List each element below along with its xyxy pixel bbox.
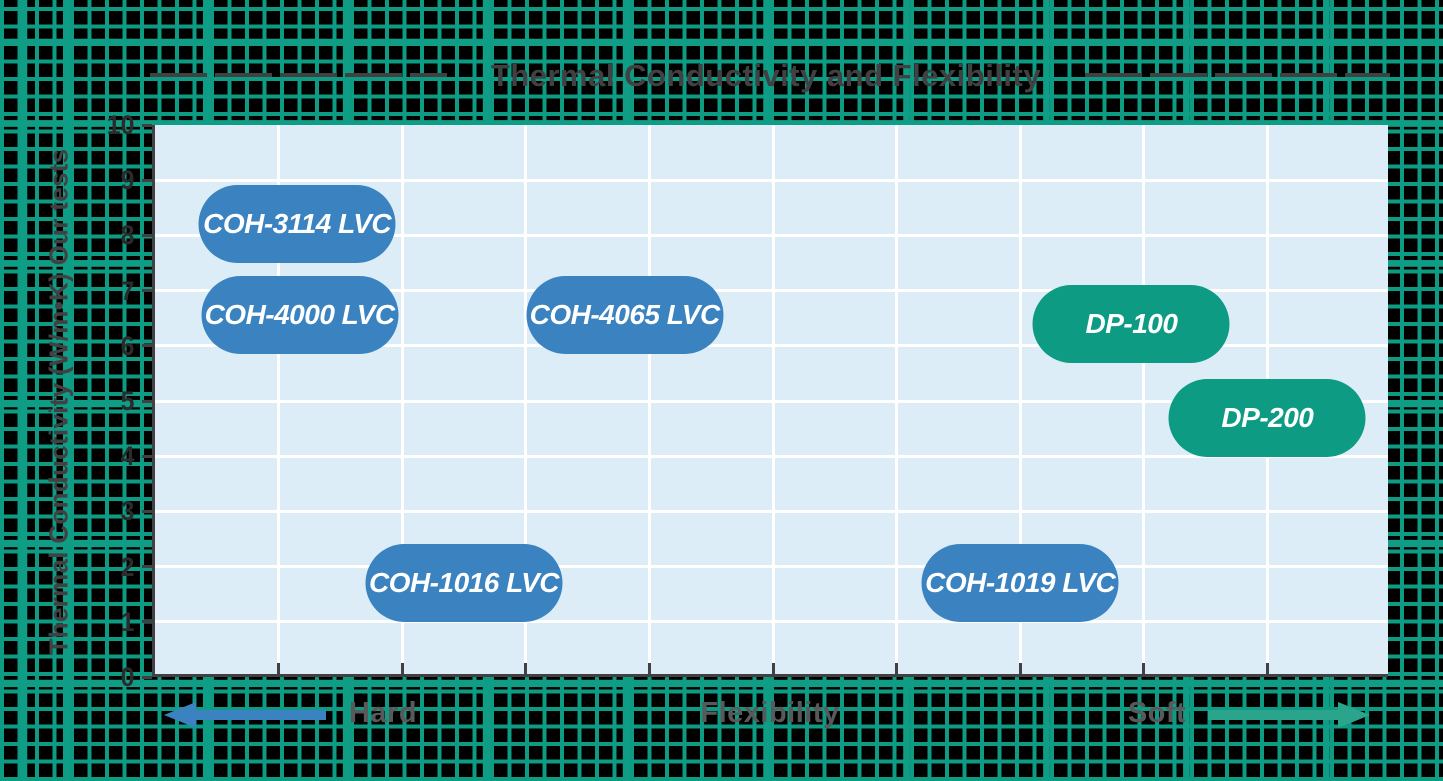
y-axis-tick <box>142 123 152 127</box>
plot-horizontal-gridline <box>155 454 1388 458</box>
x-axis-soft-label: Soft <box>1127 697 1187 729</box>
product-label-pill: COH-1019 LVC <box>921 544 1119 623</box>
title-dash-line-right <box>1085 73 1390 77</box>
y-axis-tick-label: 4 <box>120 441 135 472</box>
y-axis-tick-label: 9 <box>120 165 135 196</box>
x-axis-tick <box>771 663 775 674</box>
y-axis-tick-label: 8 <box>120 220 135 251</box>
y-axis-tick <box>142 565 152 569</box>
soft-direction-arrow-icon <box>1208 702 1370 728</box>
arrow-head <box>164 702 196 728</box>
y-axis-tick-label: 1 <box>120 606 135 637</box>
y-axis-tick-label: 3 <box>120 496 135 527</box>
y-axis-tick <box>142 675 152 679</box>
x-axis-tick <box>1142 663 1146 674</box>
plot-horizontal-gridline <box>155 178 1388 182</box>
plot-horizontal-gridline <box>155 620 1388 624</box>
title-dash-line-left <box>150 73 447 77</box>
y-axis-title-text: Thermal Conductivity (W/m•K) Our tests <box>43 148 74 654</box>
plot-horizontal-gridline <box>155 509 1388 513</box>
y-axis-tick <box>142 344 152 348</box>
y-axis-tick <box>142 233 152 237</box>
y-axis-tick <box>142 454 152 458</box>
y-axis-tick-label: 0 <box>120 662 135 692</box>
x-axis-tick <box>647 663 651 674</box>
arrow-head <box>1338 702 1370 728</box>
x-axis-tick <box>277 663 281 674</box>
plot-horizontal-gridline <box>155 565 1388 569</box>
arrow-shaft <box>186 710 326 720</box>
y-axis-tick-label: 6 <box>120 330 135 361</box>
x-axis-tick <box>400 663 404 674</box>
plot-horizontal-gridline <box>155 344 1388 348</box>
x-axis-tick <box>524 663 528 674</box>
product-label-pill: COH-3114 LVC <box>198 185 396 264</box>
y-axis-tick-label: 2 <box>120 551 135 582</box>
y-axis-tick <box>142 620 152 624</box>
x-axis-flexibility-label: Flexibility <box>700 697 840 729</box>
y-axis-tick <box>142 178 152 182</box>
x-axis-tick <box>1265 663 1269 674</box>
product-label-pill: DP-200 <box>1168 378 1366 457</box>
plot-horizontal-gridline <box>155 289 1388 293</box>
y-axis-tick-label: 5 <box>120 386 135 416</box>
plot-horizontal-gridline <box>155 233 1388 237</box>
y-axis-tick-label: 10 <box>106 110 135 140</box>
x-axis-tick <box>1018 663 1022 674</box>
y-axis-tick-label: 7 <box>120 275 135 306</box>
y-axis-tick <box>142 399 152 403</box>
product-label-pill: COH-1016 LVC <box>365 544 563 623</box>
arrow-shaft <box>1208 710 1348 720</box>
plot-horizontal-gridline <box>155 399 1388 403</box>
product-label-pill: COH-4000 LVC <box>201 276 399 355</box>
product-label-pill: COH-4065 LVC <box>526 276 724 355</box>
x-axis-tick <box>895 663 899 674</box>
product-label-pill: DP-100 <box>1032 284 1230 363</box>
y-axis-tick <box>142 289 152 293</box>
chart-title: Thermal Conductivity and Flexibility <box>490 58 1042 93</box>
y-axis-tick <box>142 509 152 513</box>
plot-area: COH-3114 LVC COH-4000 LVC COH-4065 LVC COH-… <box>152 125 1388 677</box>
hard-direction-arrow-icon <box>164 702 326 728</box>
x-axis-hard-label: Hard <box>348 697 418 729</box>
